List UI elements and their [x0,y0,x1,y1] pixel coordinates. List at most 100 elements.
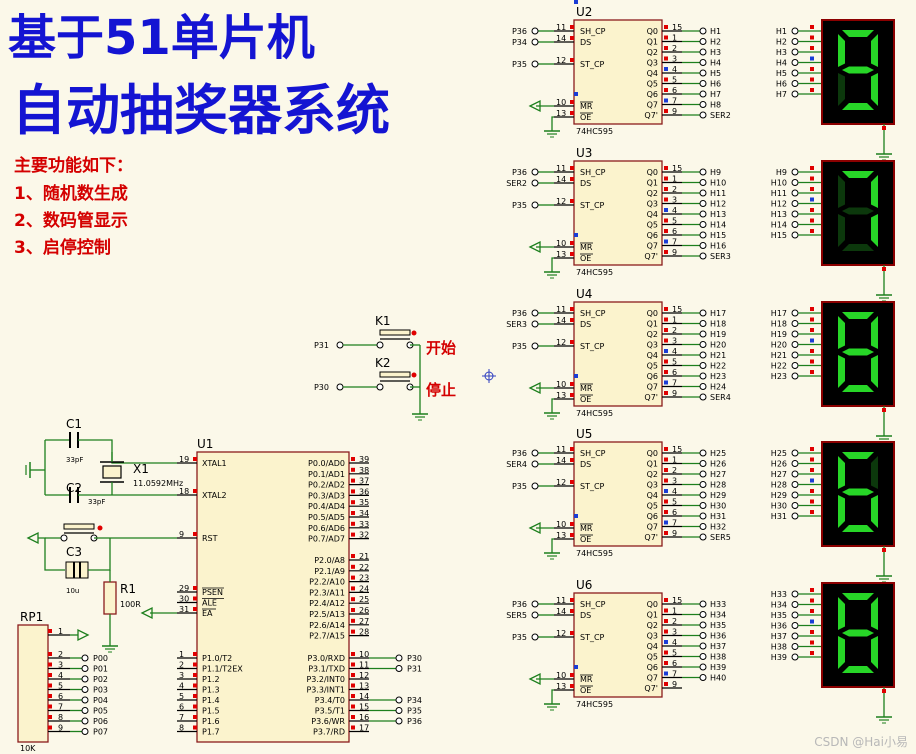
pin-marker [574,374,578,378]
pin-marker [810,328,814,332]
pin-marker [810,468,814,472]
pin-marker [48,694,52,698]
pin-name: MR [580,675,593,684]
pin-marker [664,468,668,472]
pin-number: 39 [359,455,369,464]
pin-number: 38 [359,466,369,475]
pin-marker [351,478,355,483]
net-label: P36 [407,717,422,726]
segment-b [871,456,878,489]
pin-marker [193,694,197,698]
net-label: P34 [512,38,527,47]
crystal-body [102,465,122,479]
pin-marker [664,98,668,103]
pin-number: 13 [556,250,566,259]
pin-marker [810,510,814,514]
pin-number: 25 [359,595,369,604]
net-label: SER2 [506,179,527,188]
pin-number: 9 [179,530,184,539]
net-terminal [699,252,707,260]
net-terminal [699,111,707,119]
segment-d [842,103,874,110]
pin-marker [810,56,814,61]
pin-marker [664,349,668,353]
net-label: H6 [776,80,787,89]
net-label: H9 [776,168,787,177]
pin-number: 34 [359,509,369,518]
pin-number: 7 [672,670,677,679]
pin-number: 3 [672,55,677,64]
net-label: H40 [710,674,726,683]
pin-number: 32 [359,531,369,540]
net-label: SER3 [710,252,731,261]
net-terminal [791,502,799,509]
pin-name: Q7 [647,383,658,392]
pin-number: 15 [359,703,369,712]
pin-name: Q7' [644,393,658,402]
pin-marker [810,176,814,181]
pin-number: 1 [672,175,677,184]
net-label: H4 [776,59,787,68]
net-terminal [699,512,707,520]
net-terminal [699,502,707,509]
net-label: H23 [771,372,787,381]
segment-c [871,495,878,528]
pin-number: 5 [58,682,63,691]
shift-register-body [573,592,663,698]
net-label: H29 [710,491,726,500]
segment-a [842,593,874,600]
feature-item: 3、启停控制 [14,238,111,258]
pin-marker [570,447,574,451]
pin-marker [48,652,52,656]
pin-number: 3 [672,337,677,346]
pin-name: SH_CP [580,168,606,177]
net-terminal [791,491,799,499]
pin-number: 2 [672,185,677,194]
net-terminal [791,512,799,520]
net-terminal [791,372,799,380]
pin-number: 10 [556,98,566,107]
shift-register-body [573,441,663,547]
net-label: H22 [771,362,787,371]
wire [38,537,65,571]
pin-marker [664,35,668,40]
net-terminal [699,481,707,488]
pin-marker [570,36,574,40]
shift-register-body [573,19,663,125]
net-terminal [395,654,403,662]
pin-marker [193,715,197,719]
pin-number: 7 [672,519,677,528]
pin-number: 1 [672,456,677,465]
net-terminal [699,189,707,197]
net-terminal [699,59,707,66]
pin-marker [810,457,814,462]
rpack-value: 10K [20,744,36,753]
pin-name: XTAL2 [202,491,227,500]
pin-marker [351,652,355,656]
pin-marker [193,725,197,730]
net-terminal [531,600,539,608]
pin-marker [48,704,52,709]
segment-f [838,456,845,489]
pin-name: Q2 [647,330,658,339]
segment-a [842,452,874,459]
segment-a [842,312,874,319]
net-terminal [699,663,707,671]
net-terminal [81,717,89,725]
pin-name: Q7 [647,674,658,683]
segment-c [871,636,878,669]
pin-marker [664,328,668,332]
power-arrow [77,628,90,642]
pin-number: 15 [672,445,682,454]
pin-name: XTAL1 [202,459,227,468]
pin-marker [351,725,355,730]
pin-number: 6 [672,368,677,377]
net-terminal [81,696,89,704]
pin-marker [664,109,668,113]
pin-marker [664,56,668,61]
pin-marker [664,370,668,374]
net-label: H19 [710,330,726,339]
segment-e [838,355,845,388]
pin-marker [810,166,814,170]
pin-marker [882,548,886,552]
